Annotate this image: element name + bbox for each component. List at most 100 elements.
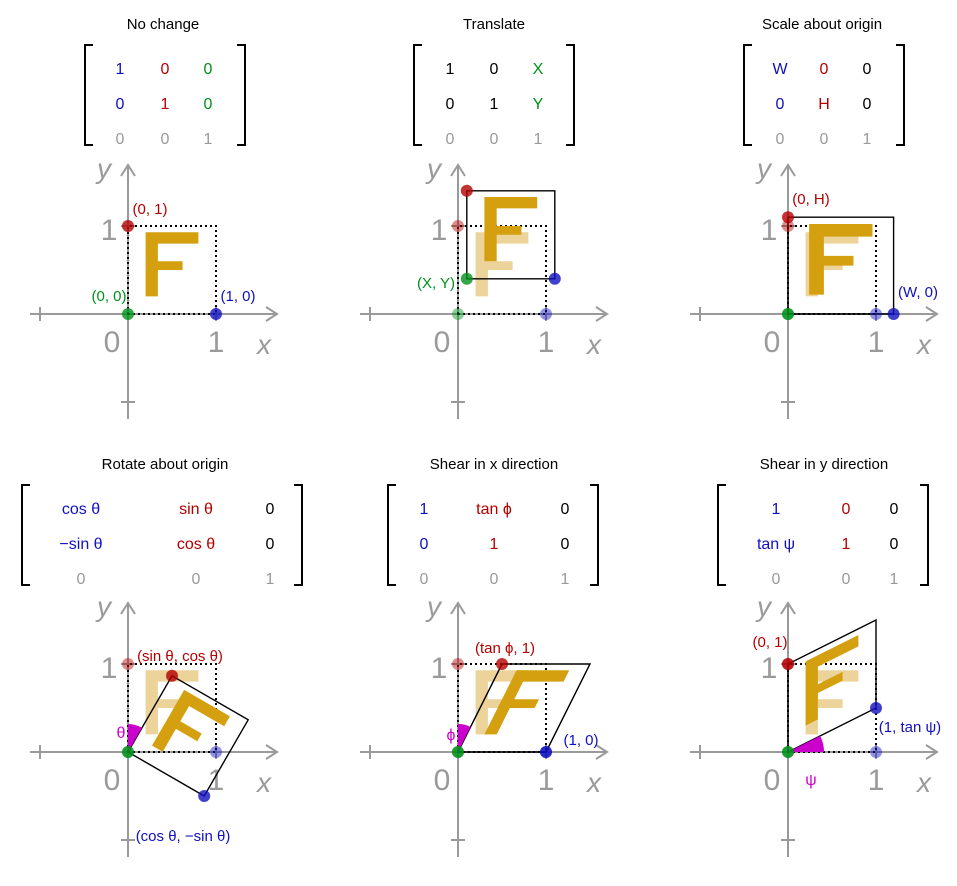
unit-square-dotted — [457, 225, 547, 315]
matrix-cell: sin θ — [179, 501, 213, 518]
x-axis-label: x — [255, 329, 272, 360]
x-axis-label: x — [585, 767, 602, 798]
angle-wedge-icon — [128, 724, 142, 752]
origin-dot — [452, 746, 464, 758]
matrix-right-bracket — [896, 44, 905, 146]
matrix-right-bracket — [590, 484, 599, 586]
matrix-cell: tan ϕ — [476, 501, 512, 518]
original-y-dot — [782, 220, 794, 232]
matrix-cell: 0 — [266, 501, 275, 518]
point-label: (0, 1) — [132, 201, 167, 218]
y-one-label: 1 — [761, 652, 778, 685]
transformed-square — [127, 674, 250, 797]
original-F-shape — [475, 232, 529, 297]
matrix-cell: 1 — [266, 571, 275, 588]
original-F-shape — [805, 670, 859, 735]
point-label: (0, 0) — [91, 288, 126, 305]
original-F-shape — [145, 670, 199, 735]
matrix-right-bracket — [566, 44, 575, 146]
unit-square-dotted — [127, 225, 217, 315]
y-one-label: 1 — [101, 652, 118, 685]
y-axis-arrow-icon — [120, 163, 136, 177]
y-basis-dot — [782, 658, 794, 670]
x-axis-arrow-icon — [925, 744, 939, 760]
y-axis-arrow-icon — [120, 601, 136, 615]
matrix-cell: 0 — [776, 96, 785, 113]
x-one-label: 1 — [538, 326, 555, 359]
matrix-cell: 0 — [842, 571, 851, 588]
matrix-cell: 0 — [266, 536, 275, 553]
x-one-label: 1 — [208, 764, 225, 797]
x-one-label: 1 — [868, 326, 885, 359]
matrix-cell: 1 — [842, 536, 851, 553]
matrix-cell: 0 — [820, 131, 829, 148]
x-axis-arrow-icon — [925, 306, 939, 322]
origin-dot — [782, 746, 794, 758]
origin-dot — [122, 308, 134, 320]
matrix-cell: 0 — [772, 571, 781, 588]
matrix-left-bracket — [413, 44, 422, 146]
matrix-cell: X — [533, 61, 544, 78]
transformed-F-shape — [484, 197, 538, 262]
x-axis-label: x — [585, 329, 602, 360]
point-label: θ — [117, 725, 126, 742]
y-basis-dot — [782, 211, 794, 224]
point-label: (1, 0) — [563, 732, 598, 749]
matrix-cell: 1 — [420, 501, 429, 518]
point-label: (X, Y) — [417, 275, 455, 292]
matrix-cell: 0 — [863, 61, 872, 78]
y-axis-label: y — [95, 591, 113, 622]
origin-dot — [460, 272, 473, 285]
y-one-label: 1 — [761, 214, 778, 247]
matrix-cell: 0 — [776, 131, 785, 148]
x-one-label: 1 — [538, 764, 555, 797]
point-label: (cos θ, −sin θ) — [136, 828, 231, 845]
matrix-cell: Y — [533, 96, 544, 113]
origin-dot — [122, 746, 134, 758]
matrix-left-bracket — [717, 484, 726, 586]
y-one-label: 1 — [101, 214, 118, 247]
point-label: ψ — [805, 772, 816, 789]
matrix-cell: 0 — [116, 131, 125, 148]
unit-square-dotted — [787, 225, 877, 315]
transformed-F-shape — [484, 670, 570, 735]
x-basis-dot — [548, 272, 561, 285]
matrix-cell: 1 — [890, 571, 899, 588]
matrix-cell: 1 — [863, 131, 872, 148]
x-basis-dot — [198, 790, 211, 802]
matrix-cell: 1 — [772, 501, 781, 518]
matrix-left-bracket — [387, 484, 396, 586]
matrix-cell: W — [772, 61, 788, 78]
y-axis-arrow-icon — [450, 601, 466, 615]
transformed-square — [787, 618, 877, 754]
matrix-cell: 0 — [192, 571, 201, 588]
x-basis-dot — [870, 702, 882, 714]
origin-label: 0 — [434, 326, 451, 359]
angle-wedge-icon — [788, 735, 824, 752]
panel-title: Rotate about origin — [102, 456, 229, 473]
panel-title: Scale about origin — [762, 16, 882, 33]
matrix-cell: 0 — [820, 61, 829, 78]
matrix-cell: 0 — [420, 571, 429, 588]
original-origin-dot — [452, 308, 464, 320]
matrix-cell: 0 — [446, 96, 455, 113]
matrix-cell: 1 — [490, 96, 499, 113]
matrix-cell: 0 — [420, 536, 429, 553]
x-axis-arrow-icon — [265, 306, 279, 322]
x-basis-dot — [887, 308, 900, 320]
matrix-right-bracket — [237, 44, 246, 146]
matrix-cell: tan ψ — [757, 536, 795, 553]
x-axis-label: x — [255, 767, 272, 798]
y-axis-arrow-icon — [780, 163, 796, 177]
original-x-dot — [540, 308, 552, 320]
y-basis-dot — [496, 658, 508, 670]
point-label: (W, 0) — [898, 284, 938, 301]
matrix-cell: 0 — [842, 501, 851, 518]
y-basis-dot — [460, 184, 473, 197]
matrix-cell: 1 — [161, 96, 170, 113]
panel-title: No change — [127, 16, 200, 33]
